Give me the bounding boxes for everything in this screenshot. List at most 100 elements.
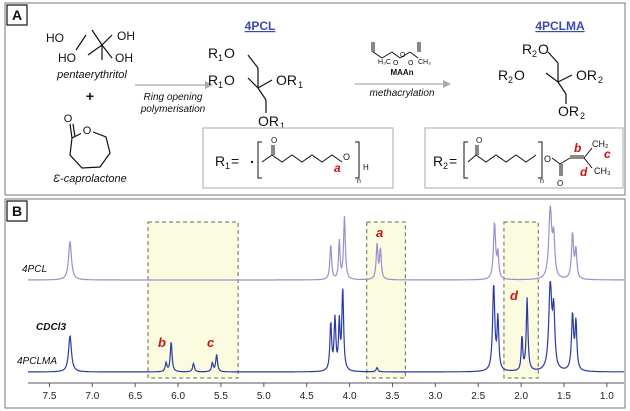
- r1-repeat-n: n: [357, 178, 361, 185]
- panel-b-label-box: [6, 200, 28, 222]
- product-2-title: 4PCLMA: [535, 19, 585, 33]
- x-tick-label-7: 4.0: [343, 391, 357, 402]
- pentaerythritol-name: pentaerythritol: [56, 69, 127, 81]
- pentaerythritol-oh-2: OH: [117, 29, 135, 43]
- r2-ch3-group: CH₃: [594, 166, 611, 176]
- product-2-r2o-mid-sub: 2: [508, 75, 513, 85]
- step-1-label-line1: Ring opening: [144, 92, 203, 103]
- peak-letter-c: c: [207, 335, 215, 350]
- product-1-r1o-mid-o: O: [224, 72, 235, 88]
- product-2-or2-right: OR: [576, 67, 597, 83]
- solvent-label: CDCl3: [36, 322, 66, 333]
- step-1-label-line2: polymerisation: [140, 104, 206, 115]
- product-2-or2-right-sub: 2: [598, 75, 603, 85]
- x-tick-label-5: 5.0: [257, 391, 271, 402]
- highlight-regions: [147, 221, 539, 379]
- plus-sign: +: [86, 88, 94, 104]
- product-1-r1o-top-o: O: [224, 45, 235, 61]
- trace-label-4pcl: 4PCL: [22, 264, 47, 275]
- product-2-structure: [545, 51, 573, 104]
- x-tick-label-3: 6.0: [171, 391, 185, 402]
- x-tick-label-12: 1.5: [557, 391, 571, 402]
- r2-lhs: R: [433, 153, 443, 169]
- panel-a-label-box: [6, 4, 28, 26]
- r1-lhs-sub: 1: [225, 161, 230, 171]
- x-tick-label-6: 4.5: [300, 391, 314, 402]
- product-1-structure: [247, 54, 273, 113]
- trace-label-4pclma: 4PCLMA: [17, 356, 57, 367]
- highlight-region-1: [147, 221, 239, 379]
- peak-letter-a: a: [376, 225, 383, 240]
- maan-o-2: O: [400, 52, 406, 59]
- panel-a-frame: [4, 2, 626, 196]
- r1-equals: =: [231, 153, 239, 169]
- panel-b-label: B: [12, 203, 22, 219]
- x-tick-label-11: 2.0: [514, 391, 528, 402]
- x-tick-label-1: 7.0: [85, 391, 99, 402]
- x-tick-label-10: 2.5: [471, 391, 485, 402]
- panel-b-frame: [4, 198, 626, 409]
- maan-label: MAAn: [390, 68, 413, 77]
- r1-attachment-dot: [250, 160, 254, 164]
- r1-definition-box: [202, 127, 394, 189]
- r2-carbonyl-o: O: [476, 136, 482, 145]
- product-1-or1-bottom: OR: [258, 113, 279, 129]
- r2-lhs-sub: 2: [443, 161, 448, 171]
- spectrum-trace-4pcl: [28, 204, 624, 281]
- peak-letter-b: b: [158, 335, 166, 350]
- caprolactone-ring-o: O: [83, 125, 92, 137]
- spectrum-trace-4pclma: [28, 281, 625, 373]
- x-tick-label-9: 3.0: [428, 391, 442, 402]
- pentaerythritol-oh-1: HO: [46, 31, 64, 45]
- r2-ester-o: O: [557, 179, 563, 188]
- maan-o-3: O: [408, 60, 414, 67]
- maan-ch3-right: CH₃: [418, 59, 431, 66]
- arrow-2-head: [443, 80, 451, 88]
- r1-terminal-h: H: [363, 163, 369, 172]
- peak-letter-d: d: [510, 288, 519, 303]
- nmr-spectra: [28, 204, 625, 373]
- pentaerythritol-structure: [75, 29, 113, 60]
- step-2-label: methacrylation: [369, 88, 434, 99]
- caprolactone-o-bg: [81, 124, 93, 136]
- product-2-r2o-top-r: R: [522, 41, 532, 57]
- r1-proton-a: a: [334, 161, 341, 175]
- caprolactone-name: Ɛ-caprolactone: [53, 173, 126, 185]
- maan-o-1: O: [393, 60, 399, 67]
- product-1-or1-right: OR: [276, 72, 297, 88]
- product-2-or2-bottom-sub: 2: [580, 111, 585, 121]
- r2-chain-structure: [463, 141, 593, 179]
- pentaerythritol-oh-4: OH: [115, 51, 133, 65]
- product-1-title: 4PCL: [245, 19, 276, 33]
- product-1-r1o-mid-r: R: [208, 72, 218, 88]
- r1-carbonyl-o: O: [271, 136, 277, 145]
- r1-lhs: R: [215, 153, 225, 169]
- product-2-r2o-top-sub: 2: [532, 49, 537, 59]
- product-2-r2o-mid-o: O: [514, 67, 525, 83]
- r2-chain-o: O: [544, 154, 551, 164]
- caprolactone-structure: [69, 123, 111, 169]
- product-1-r1o-mid-sub: 1: [218, 80, 223, 90]
- r2-proton-d: d: [580, 165, 588, 179]
- product-1-r1o-top-r: R: [208, 45, 218, 61]
- product-1-or1-bottom-sub: 1: [280, 121, 285, 131]
- x-tick-label-13: 1.0: [600, 391, 614, 402]
- r1-chain-structure: [257, 141, 360, 179]
- r2-repeat-n: n: [540, 178, 544, 185]
- product-2-r2o-top-o: O: [538, 41, 549, 57]
- x-tick-label-2: 6.5: [128, 391, 142, 402]
- product-2-r2o-mid-r: R: [498, 67, 508, 83]
- arrow-1-head: [205, 81, 213, 89]
- product-1-r1o-top-sub: 1: [218, 53, 223, 63]
- product-2-or2-bottom: OR: [558, 103, 579, 119]
- x-tick-label-0: 7.5: [42, 391, 56, 402]
- maan-structure: [371, 42, 421, 59]
- product-1-or1-right-sub: 1: [298, 80, 303, 90]
- r2-ch2-group: CH₂: [592, 139, 609, 149]
- r2-proton-b: b: [574, 141, 581, 155]
- caprolactone-carbonyl-o: O: [64, 113, 73, 125]
- panel-a-label: A: [12, 7, 22, 23]
